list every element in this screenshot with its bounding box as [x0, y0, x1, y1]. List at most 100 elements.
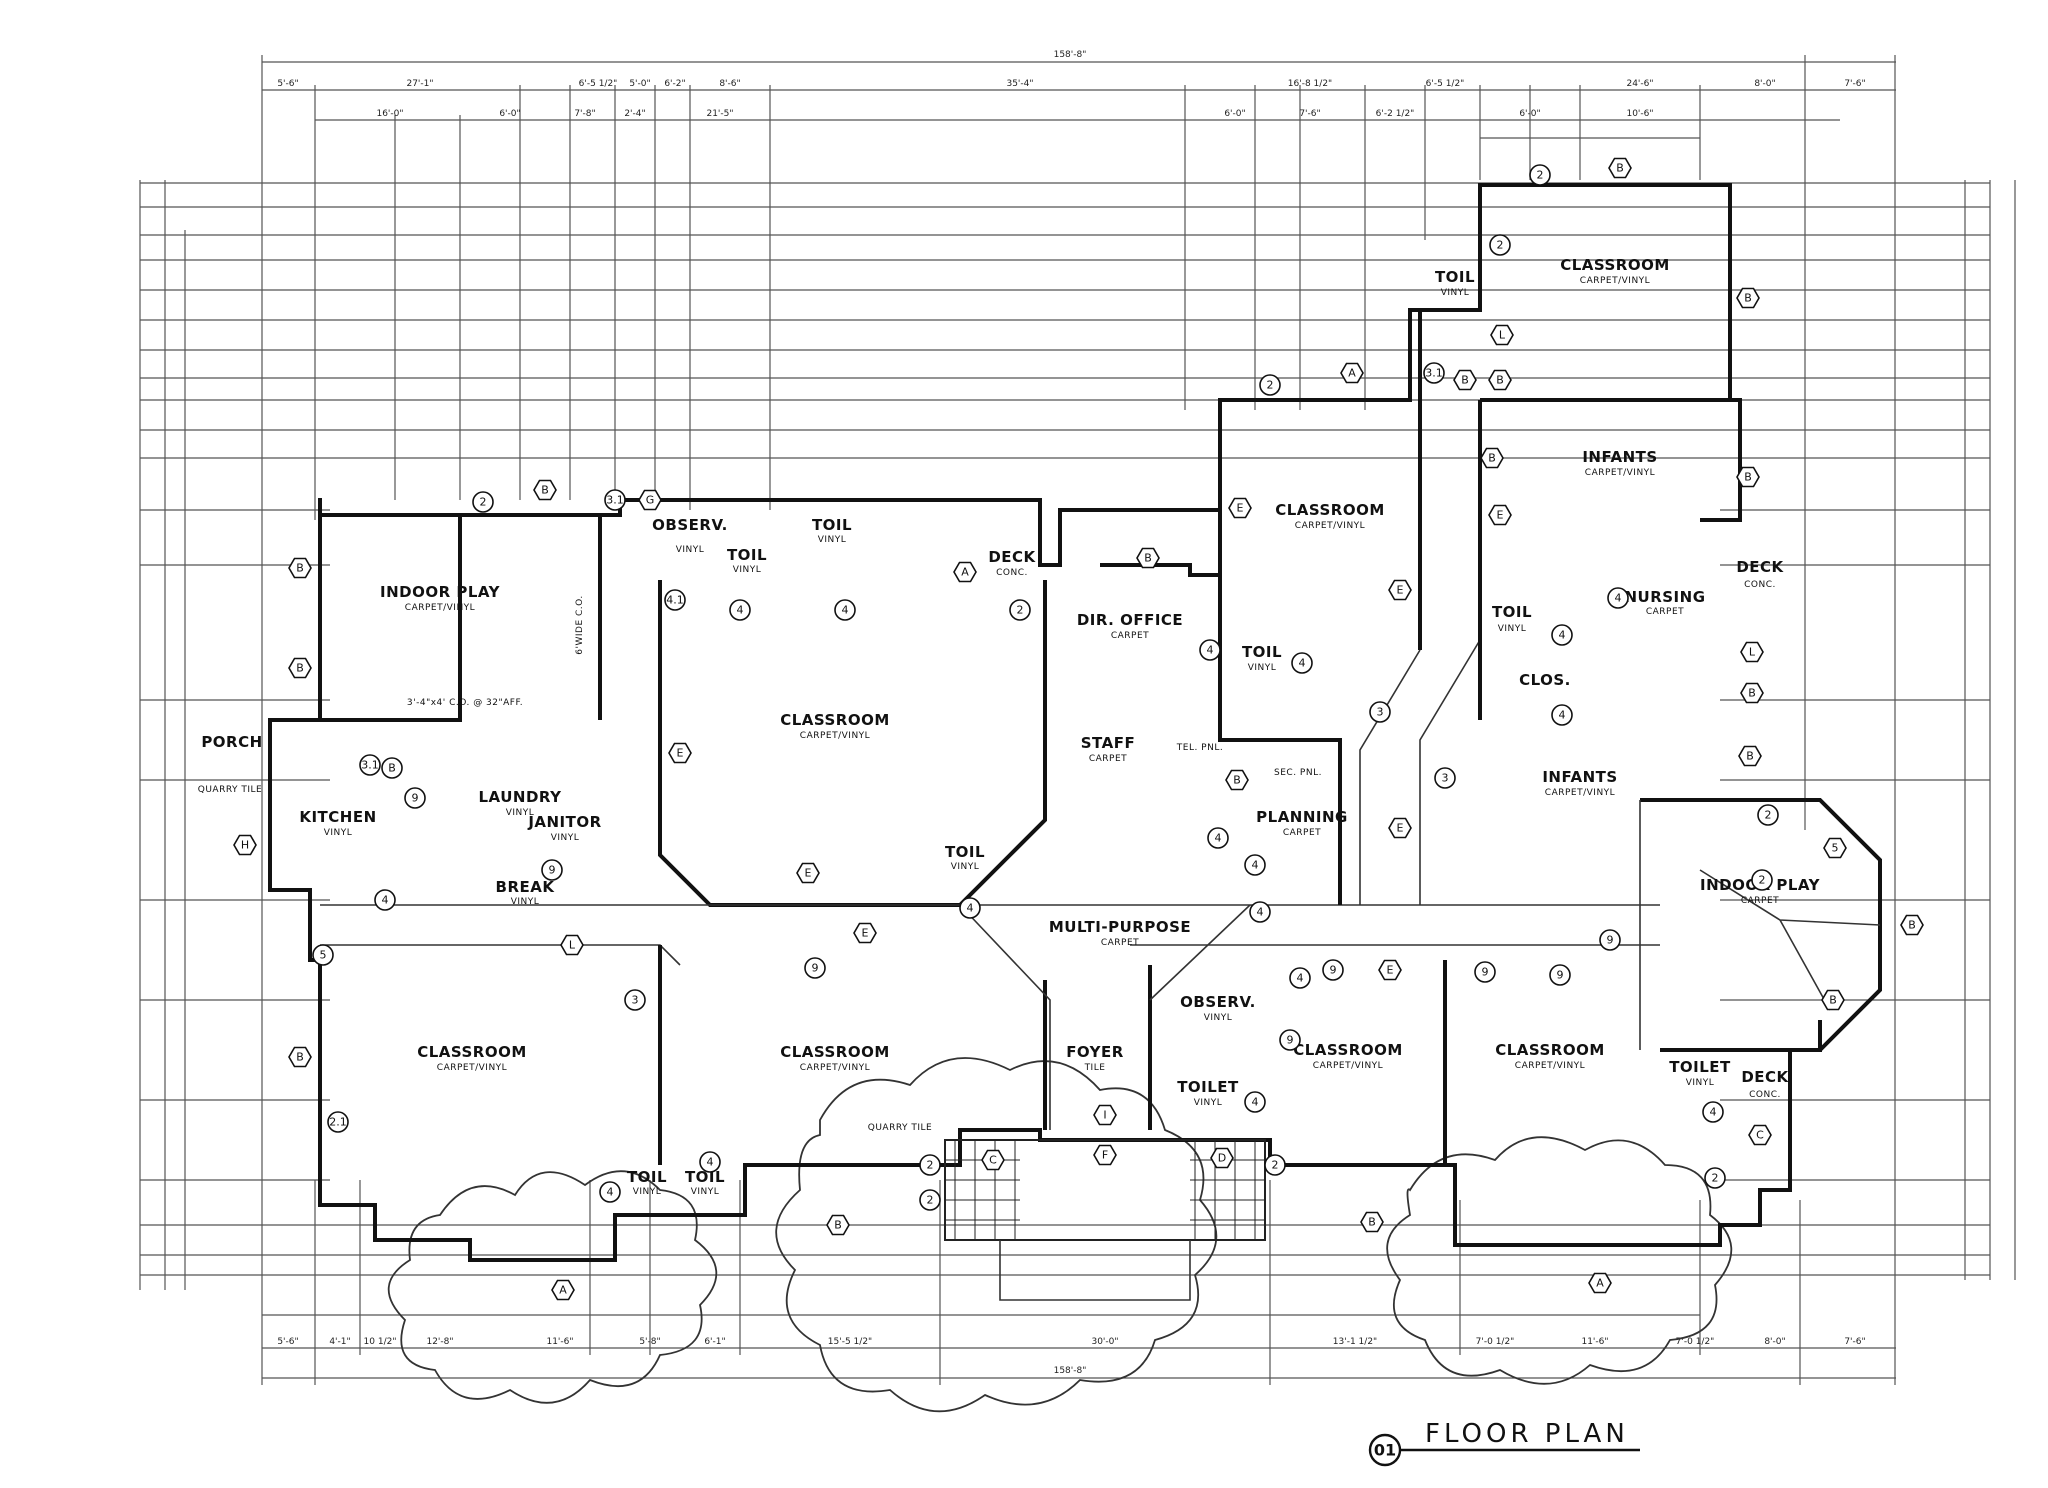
tag-9: 9: [1599, 929, 1621, 951]
svg-text:A: A: [1596, 1277, 1604, 1290]
tag-4: 4: [1244, 854, 1266, 876]
svg-text:4: 4: [1299, 657, 1306, 670]
svg-text:L: L: [569, 939, 576, 952]
svg-text:6'-5 1/2": 6'-5 1/2": [579, 79, 618, 89]
svg-text:I: I: [1103, 1109, 1106, 1122]
svg-text:E: E: [805, 867, 812, 880]
svg-text:G: G: [646, 494, 655, 507]
tag-4: 4: [699, 1151, 721, 1173]
svg-text:CONC.: CONC.: [1744, 580, 1776, 590]
tag-9: 9: [1279, 1029, 1301, 1051]
svg-text:L: L: [1499, 329, 1506, 342]
svg-text:2: 2: [1497, 239, 1504, 252]
svg-text:VINYL: VINYL: [818, 535, 847, 545]
room-name-staff: STAFF: [1081, 734, 1135, 752]
tag-e: E: [1488, 504, 1512, 526]
svg-text:4: 4: [1257, 906, 1264, 919]
svg-text:4: 4: [1559, 629, 1566, 642]
drawing-title-block: 01 FLOOR PLAN: [1368, 1419, 1640, 1467]
svg-text:VINYL: VINYL: [1204, 1013, 1233, 1023]
tag-9: 9: [1322, 959, 1344, 981]
tag-5: 5: [1823, 837, 1847, 859]
svg-text:3.1: 3.1: [606, 494, 624, 507]
tag-4: 4: [599, 1181, 621, 1203]
svg-text:2'-4": 2'-4": [624, 109, 645, 119]
svg-text:B: B: [1368, 1216, 1376, 1229]
tag-b: B: [1821, 989, 1845, 1011]
svg-text:9: 9: [1287, 1034, 1294, 1047]
svg-text:7'-6": 7'-6": [1844, 79, 1865, 89]
tag-b: B: [826, 1214, 850, 1236]
tag-h: H: [233, 834, 257, 856]
svg-text:12'-8": 12'-8": [426, 1337, 453, 1347]
svg-text:VINYL: VINYL: [733, 565, 762, 575]
svg-text:4: 4: [842, 604, 849, 617]
svg-text:2: 2: [1759, 874, 1766, 887]
tag-5: 5: [312, 944, 334, 966]
tag-c: C: [1748, 1124, 1772, 1146]
tag-e: E: [796, 862, 820, 884]
tag-l: L: [560, 934, 584, 956]
svg-text:4'-1": 4'-1": [329, 1337, 350, 1347]
room-name-toil-center: TOIL: [945, 843, 985, 861]
svg-text:CARPET/VINYL: CARPET/VINYL: [1515, 1061, 1585, 1071]
svg-text:B: B: [1616, 162, 1624, 175]
tag-4: 4: [1551, 624, 1573, 646]
svg-text:3: 3: [1442, 772, 1449, 785]
svg-text:TILE: TILE: [1084, 1063, 1106, 1073]
tag-g: G: [638, 489, 662, 511]
svg-text:CARPET/VINYL: CARPET/VINYL: [1585, 468, 1655, 478]
overall-dimension-top: 158'-8": [1054, 50, 1087, 60]
svg-text:C: C: [1756, 1129, 1764, 1142]
svg-text:VINYL: VINYL: [506, 808, 535, 818]
svg-text:35'-4": 35'-4": [1006, 79, 1033, 89]
room-name-kitchen: KITCHEN: [299, 808, 376, 826]
svg-text:E: E: [1497, 509, 1504, 522]
tag-4: 4: [959, 897, 981, 919]
svg-text:9: 9: [812, 962, 819, 975]
svg-text:16'-8 1/2": 16'-8 1/2": [1288, 79, 1332, 89]
svg-text:A: A: [1348, 367, 1356, 380]
svg-text:D: D: [1218, 1152, 1226, 1165]
svg-text:B: B: [1744, 471, 1752, 484]
svg-text:2: 2: [1765, 809, 1772, 822]
svg-text:VINYL: VINYL: [1686, 1078, 1715, 1088]
tag-3-1: 3.1: [359, 754, 381, 776]
svg-text:4: 4: [967, 902, 974, 915]
svg-text:VINYL: VINYL: [511, 897, 540, 907]
svg-text:E: E: [862, 927, 869, 940]
svg-text:4: 4: [1207, 644, 1214, 657]
svg-text:9: 9: [1607, 934, 1614, 947]
tag-4: 4: [834, 599, 856, 621]
svg-text:F: F: [1102, 1149, 1108, 1162]
tag-b: B: [288, 557, 312, 579]
svg-text:2: 2: [1272, 1159, 1279, 1172]
svg-text:4: 4: [382, 894, 389, 907]
tag-2: 2: [1751, 869, 1773, 891]
svg-text:E: E: [1387, 964, 1394, 977]
svg-text:A: A: [559, 1284, 567, 1297]
tag-3-1: 3.1: [604, 489, 626, 511]
svg-text:VINYL: VINYL: [324, 828, 353, 838]
svg-text:10 1/2": 10 1/2": [364, 1337, 397, 1347]
svg-text:3: 3: [1377, 706, 1384, 719]
tag-b: B: [1136, 547, 1160, 569]
tag-3-1: 3.1: [1423, 362, 1445, 384]
svg-text:2: 2: [927, 1159, 934, 1172]
svg-text:5'-6": 5'-6": [277, 79, 298, 89]
svg-text:4: 4: [1297, 972, 1304, 985]
svg-text:21'-5": 21'-5": [706, 109, 733, 119]
svg-text:3.1: 3.1: [361, 759, 379, 772]
tag-b: B: [1453, 369, 1477, 391]
room-name-infants-north: INFANTS: [1582, 448, 1657, 466]
landscape-clouds: [387, 1057, 1733, 1413]
svg-text:B: B: [541, 484, 549, 497]
room-name-classroom-northeast: CLASSROOM: [1560, 256, 1670, 274]
tag-9: 9: [541, 859, 563, 881]
tag-e: E: [1388, 579, 1412, 601]
tag-b: B: [381, 757, 403, 779]
svg-text:VINYL: VINYL: [551, 833, 580, 843]
svg-text:6'-0": 6'-0": [1519, 109, 1540, 119]
svg-text:6'-2 1/2": 6'-2 1/2": [1376, 109, 1415, 119]
svg-text:6'-0": 6'-0": [499, 109, 520, 119]
